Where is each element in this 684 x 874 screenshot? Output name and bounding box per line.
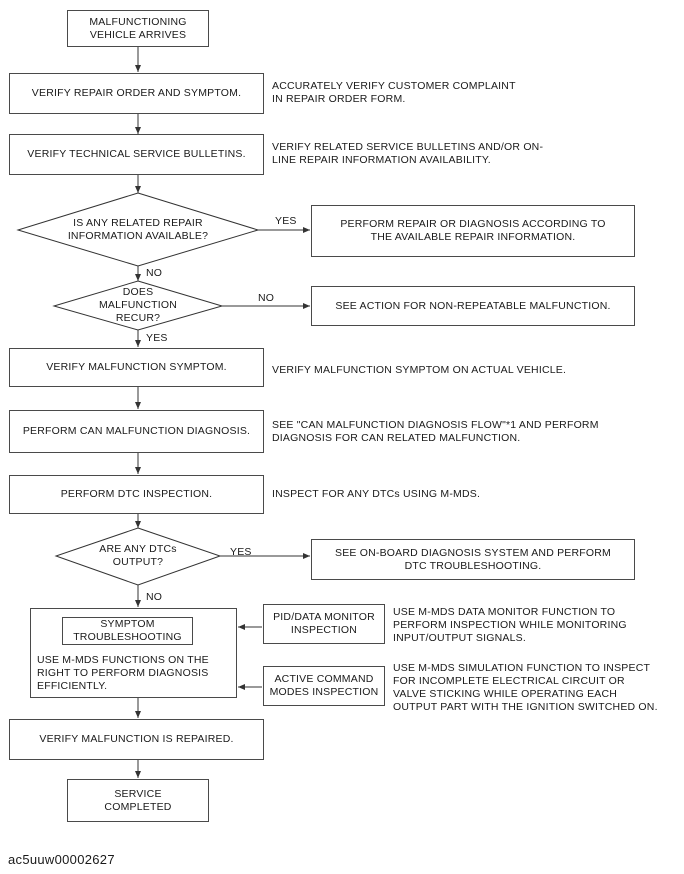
no-label: NO [146, 267, 163, 279]
verify-symptom-box: VERIFY MALFUNCTION SYMPTOM. [9, 348, 264, 387]
symptom-troubleshooting-container: SYMPTOM TROUBLESHOOTING USE M-MDS FUNCTI… [30, 608, 237, 698]
no-label: NO [258, 292, 275, 304]
figure-id-caption: ac5uuw00002627 [8, 852, 115, 867]
yes-label: YES [275, 215, 297, 227]
verify-repaired-box: VERIFY MALFUNCTION IS REPAIRED. [9, 719, 264, 760]
end-node: SERVICE COMPLETED [67, 779, 209, 822]
symptom-troubleshooting-title: SYMPTOM TROUBLESHOOTING [62, 617, 193, 645]
non-repeatable-box: SEE ACTION FOR NON-REPEATABLE MALFUNCTIO… [311, 286, 635, 326]
active-command-box: ACTIVE COMMAND MODES INSPECTION [263, 666, 385, 706]
start-node: MALFUNCTIONING VEHICLE ARRIVES [67, 10, 209, 47]
decision-dtc-label: ARE ANY DTCs OUTPUT? [99, 543, 177, 568]
perform-repair-box: PERFORM REPAIR OR DIAGNOSIS ACCORDING TO… [311, 205, 635, 257]
note-dtc-inspection: INSPECT FOR ANY DTCs USING M-MDS. [272, 488, 481, 500]
verify-repair-order-box: VERIFY REPAIR ORDER AND SYMPTOM. [9, 73, 264, 114]
decision-recur-label: DOES MALFUNCTION RECUR? [98, 286, 178, 324]
pid-monitor-box: PID/DATA MONITOR INSPECTION [263, 604, 385, 644]
no-label: NO [146, 591, 163, 603]
decision-repair-info-diamond [16, 192, 260, 267]
yes-label: YES [146, 332, 168, 344]
obd-system-box: SEE ON-BOARD DIAGNOSIS SYSTEM AND PERFOR… [311, 539, 635, 580]
note-tsb: VERIFY RELATED SERVICE BULLETINS AND/OR … [272, 141, 544, 166]
decision-dtc-diamond [54, 527, 222, 586]
verify-tsb-box: VERIFY TECHNICAL SERVICE BULLETINS. [9, 134, 264, 175]
note-repair-order: ACCURATELY VERIFY CUSTOMER COMPLAINT IN … [272, 80, 516, 105]
note-pid-monitor: USE M-MDS DATA MONITOR FUNCTION TO PERFO… [393, 606, 627, 644]
decision-repair-info-label: IS ANY RELATED REPAIR INFORMATION AVAILA… [67, 217, 209, 242]
note-can-diagnosis: SEE "CAN MALFUNCTION DIAGNOSIS FLOW"*1 A… [272, 419, 599, 444]
decision-recur-diamond [52, 280, 224, 331]
note-verify-symptom: VERIFY MALFUNCTION SYMPTOM ON ACTUAL VEH… [272, 364, 567, 376]
can-diagnosis-box: PERFORM CAN MALFUNCTION DIAGNOSIS. [9, 410, 264, 453]
symptom-troubleshooting-body: USE M-MDS FUNCTIONS ON THE RIGHT TO PERF… [37, 654, 209, 692]
note-active-command: USE M-MDS SIMULATION FUNCTION TO INSPECT… [393, 662, 658, 713]
dtc-inspection-box: PERFORM DTC INSPECTION. [9, 475, 264, 514]
yes-label: YES [230, 546, 252, 558]
